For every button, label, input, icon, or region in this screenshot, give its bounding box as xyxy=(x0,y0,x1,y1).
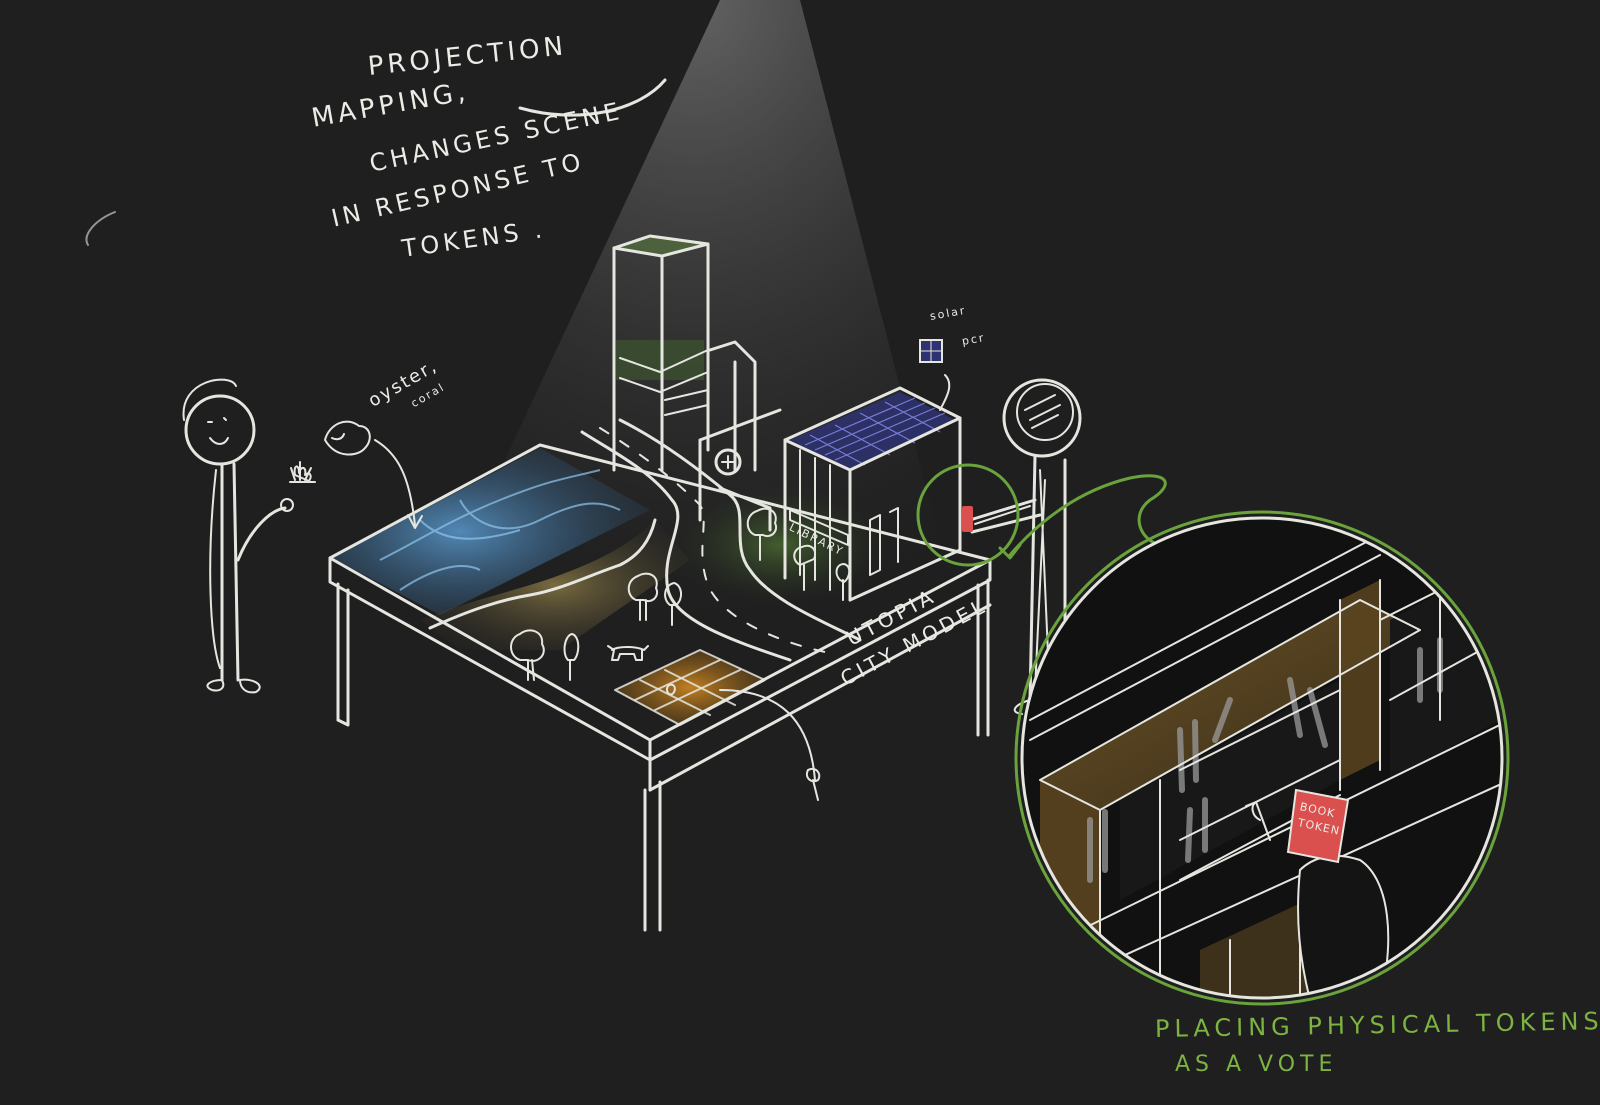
caption-line-2: AS A VOTE xyxy=(1175,1052,1338,1077)
carrot-icon xyxy=(806,768,821,801)
zoom-detail-circle xyxy=(1014,510,1510,1006)
left-person xyxy=(182,378,312,694)
book-token-card xyxy=(1286,788,1350,864)
oyster-icon xyxy=(324,420,371,456)
animal-figure xyxy=(607,645,649,661)
green-tower xyxy=(612,234,710,472)
city-model-table xyxy=(289,234,992,932)
underline-stroke xyxy=(518,78,667,117)
token-in-hand xyxy=(962,506,973,532)
stray-mark xyxy=(85,211,116,246)
crab-icon xyxy=(293,465,312,482)
trees xyxy=(510,507,851,681)
library-building xyxy=(698,386,962,602)
highlight-circle xyxy=(916,463,1020,567)
